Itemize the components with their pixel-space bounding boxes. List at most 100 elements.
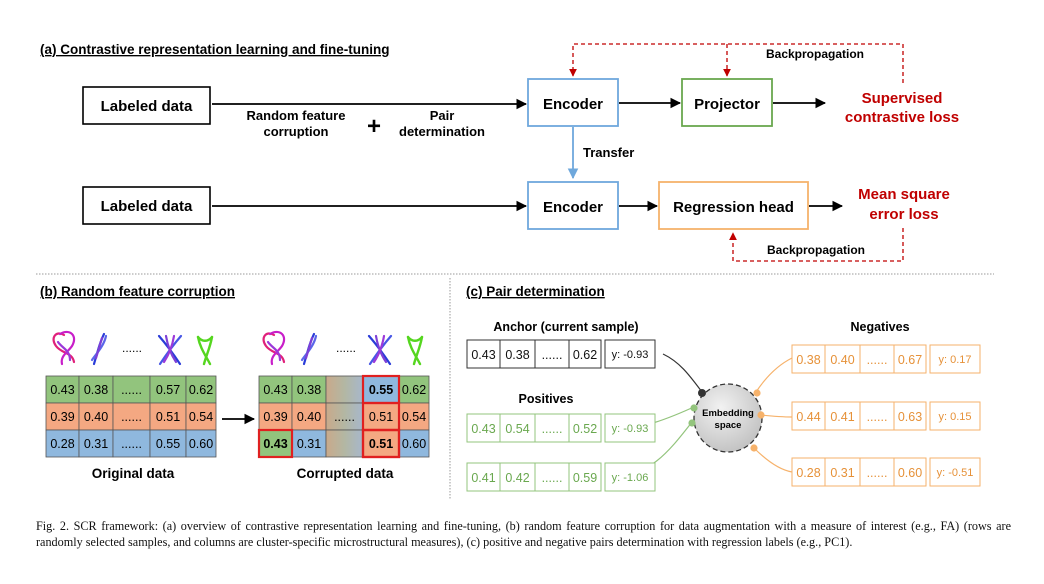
negative-vector-label: y: -0.51 (937, 467, 974, 479)
table-cell-value: 0.60 (402, 437, 426, 451)
negative-vector-value: 0.38 (796, 353, 820, 367)
transfer-label: Transfer (583, 145, 634, 160)
encoder-label-2: Encoder (543, 199, 603, 216)
table-cell-value: 0.38 (297, 383, 321, 397)
anchor-vector-value: ...... (542, 348, 563, 362)
projector-label: Projector (694, 96, 760, 113)
figure-canvas: (a) Contrastive representation learning … (36, 42, 994, 500)
positive-vector-label-box (604, 462, 656, 492)
negative-vector-cell (859, 457, 895, 487)
table-cell (112, 429, 151, 458)
positive-vector-value: ...... (542, 422, 563, 436)
supervised-loss-line2: contrastive loss (845, 109, 959, 126)
table-cell (325, 429, 364, 458)
mse-loss-line2: error loss (869, 206, 938, 223)
table-cell-value: 0.62 (189, 383, 213, 397)
table-cell-value: 0.43 (263, 383, 287, 397)
embedding-label-line1: Embedding (702, 408, 754, 419)
labeled-data-box-1 (82, 86, 211, 125)
table-cell-value: 0.40 (84, 410, 108, 424)
table-cell (149, 402, 187, 431)
negative-dot-3 (750, 444, 758, 452)
positive-vector-value: 0.41 (471, 471, 495, 485)
table-cell-value: 0.51 (156, 410, 180, 424)
table-cell-value: 0.55 (156, 437, 180, 451)
positive-vector-cell (534, 413, 570, 443)
positive-vector-cell (499, 413, 536, 443)
positive-vector-cell (568, 462, 602, 492)
negative-dot-1 (753, 389, 761, 397)
anchor-title: Anchor (current sample) (493, 320, 638, 334)
negative-vector-cell (824, 344, 861, 374)
positive-vector-value: 0.52 (573, 422, 597, 436)
backprop-path-2 (729, 228, 904, 262)
positive-vector-label: y: -0.93 (612, 423, 649, 435)
negative-vector-label-box (929, 344, 981, 374)
table-cell (45, 375, 80, 404)
labeled-data-label-1: Labeled data (101, 98, 193, 115)
positive-vector-value: 0.43 (471, 422, 495, 436)
tract-icon-magenta-2 (262, 330, 286, 366)
labeled-data-label-2: Labeled data (101, 198, 193, 215)
corrupted-cell-highlight (257, 428, 294, 459)
pair-label-line2: determination (399, 124, 485, 139)
table-cell-value: 0.31 (297, 437, 321, 451)
embedding-label-line2: space (715, 420, 742, 431)
tract-icons-original: ...... (52, 330, 214, 366)
table-cell-value: 0.39 (263, 410, 287, 424)
anchor-vector-cell (534, 339, 570, 369)
table-cell (78, 429, 114, 458)
regression-head-box (658, 181, 809, 230)
negative-vector-value: ...... (867, 466, 888, 480)
backprop-label-2: Backpropagation (767, 243, 865, 257)
table-cell (325, 375, 364, 404)
negative-vector-value: 0.40 (830, 353, 854, 367)
panel-a-title: (a) Contrastive representation learning … (40, 42, 390, 57)
corrupted-cell-highlight (361, 428, 401, 459)
table-cell (112, 402, 151, 431)
table-cell-value: 0.40 (297, 410, 321, 424)
table-cell (45, 429, 80, 458)
pair-label-line1: Pair (430, 108, 455, 123)
table-cell (325, 402, 364, 431)
table-cell-value: 0.39 (50, 410, 74, 424)
positive-vector-value: 0.42 (505, 471, 529, 485)
tract-dots-original: ...... (122, 341, 142, 355)
positive-vector-cell (499, 462, 536, 492)
anchor-vector-value: 0.38 (505, 348, 529, 362)
projector-box (681, 78, 773, 127)
figure-caption: Fig. 2. SCR framework: (a) overview of c… (36, 519, 1011, 549)
table-cell-value: 0.62 (402, 383, 426, 397)
table-cell-value: 0.43 (50, 383, 74, 397)
table-cell-value: 0.28 (50, 437, 74, 451)
positive-vector-label-box (604, 413, 656, 443)
negative-vector-cell (893, 344, 927, 374)
positives-title: Positives (519, 392, 574, 406)
anchor-vector-value: 0.62 (573, 348, 597, 362)
anchor-vector-cell (499, 339, 536, 369)
table-cell-value: 0.55 (369, 383, 393, 397)
negative-vector-label: y: 0.17 (938, 354, 971, 366)
encoder-box-2 (527, 181, 619, 230)
table-cell (112, 375, 151, 404)
anchor-vector-label-box (604, 339, 656, 369)
positive-vector-value: ...... (542, 471, 563, 485)
tract-icons-corrupted: ...... (262, 330, 424, 366)
negative-vector-value: 0.28 (796, 466, 820, 480)
negative-vector-value: 0.60 (898, 466, 922, 480)
table-cell-value: 0.54 (402, 410, 426, 424)
tract-icon-x-shape (157, 334, 183, 366)
table-cell-value: 0.51 (369, 410, 393, 424)
positive-vector-value: 0.54 (505, 422, 529, 436)
table-cell-value: ...... (121, 383, 142, 397)
tract-icon-blue-1 (90, 332, 108, 366)
corruption-label-line1: Random feature (247, 108, 346, 123)
table-cell (78, 402, 114, 431)
negative-vector-label-box (929, 401, 981, 431)
table-cell-value: 0.38 (84, 383, 108, 397)
table-cell (185, 429, 217, 458)
positive-vector-value: 0.59 (573, 471, 597, 485)
plus-sign: + (367, 113, 381, 140)
